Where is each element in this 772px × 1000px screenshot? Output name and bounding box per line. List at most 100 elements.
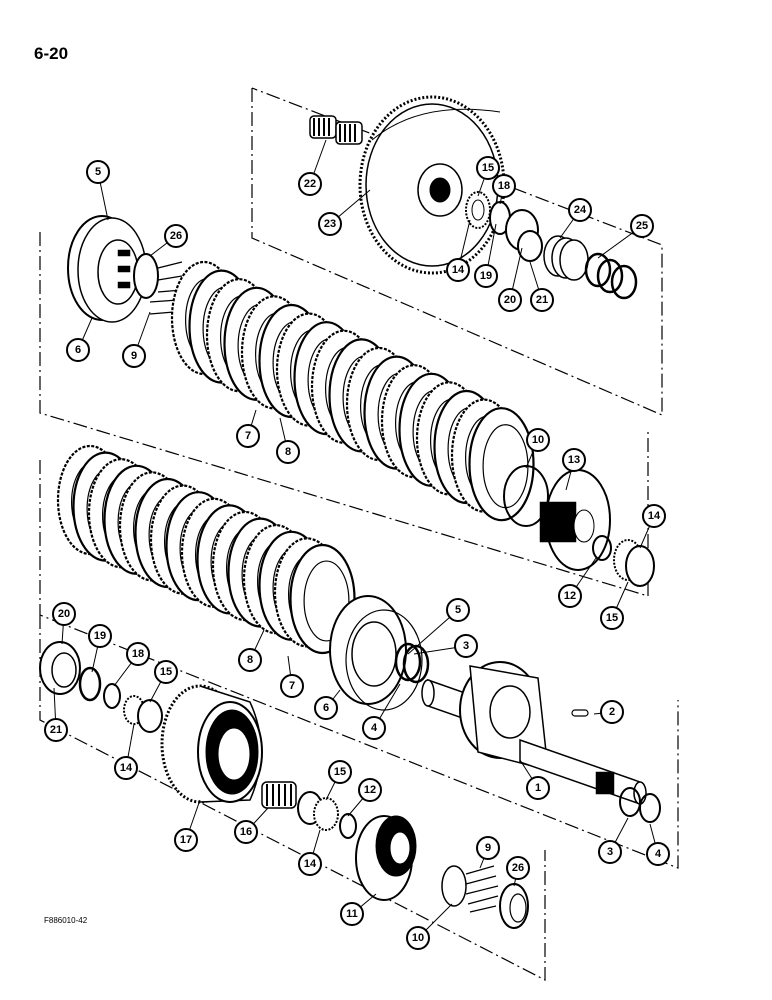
dowel-pin bbox=[571, 709, 589, 717]
callout-26: 26 bbox=[506, 856, 530, 880]
callout-circle bbox=[358, 778, 382, 802]
callout-circle bbox=[454, 634, 478, 658]
needle-bearing-icon bbox=[123, 695, 163, 733]
callout-label: 1 bbox=[535, 782, 541, 794]
callout-label: 12 bbox=[564, 590, 576, 602]
callout-circle bbox=[526, 776, 550, 800]
callout-11: 11 bbox=[340, 902, 364, 926]
callout-9: 9 bbox=[122, 344, 146, 368]
callout-17: 17 bbox=[174, 828, 198, 852]
callout-3: 3 bbox=[454, 634, 478, 658]
callout-16: 16 bbox=[234, 820, 258, 844]
washer-ring bbox=[78, 666, 102, 702]
callout-12: 12 bbox=[358, 778, 382, 802]
callout-20: 20 bbox=[52, 602, 76, 626]
callout-13: 13 bbox=[562, 448, 586, 472]
output-gear-assembly bbox=[309, 95, 638, 300]
callout-label: 15 bbox=[160, 666, 172, 678]
lower-clutch-disc-stack bbox=[56, 444, 356, 655]
callout-1: 1 bbox=[526, 776, 550, 800]
shaft-icon bbox=[421, 661, 647, 806]
drum-gear-assembly bbox=[160, 684, 529, 929]
callout-label: 19 bbox=[94, 630, 106, 642]
callout-circle bbox=[114, 756, 138, 780]
callout-21: 21 bbox=[44, 718, 68, 742]
callout-22: 22 bbox=[298, 172, 322, 196]
callout-circle bbox=[44, 718, 68, 742]
callout-circle bbox=[446, 598, 470, 622]
callout-circle bbox=[298, 172, 322, 196]
shaft-assembly bbox=[329, 595, 661, 823]
callout-5: 5 bbox=[446, 598, 470, 622]
callout-3: 3 bbox=[598, 840, 622, 864]
callout-circle bbox=[406, 926, 430, 950]
needle-bearing-icon bbox=[465, 191, 491, 229]
callout-15: 15 bbox=[154, 660, 178, 684]
callout-label: 2 bbox=[609, 706, 615, 718]
callout-7: 7 bbox=[236, 424, 260, 448]
callout-19: 19 bbox=[474, 264, 498, 288]
callout-circle bbox=[568, 198, 592, 222]
snap-ring bbox=[103, 683, 121, 709]
snap-ring bbox=[592, 535, 612, 561]
callout-9: 9 bbox=[476, 836, 500, 860]
callout-circle bbox=[476, 156, 500, 180]
callout-circle bbox=[598, 840, 622, 864]
callout-label: 5 bbox=[95, 166, 101, 178]
callout-label: 8 bbox=[247, 654, 253, 666]
needle-bearing-icon bbox=[613, 539, 655, 587]
callout-circle bbox=[558, 584, 582, 608]
callout-circle bbox=[562, 448, 586, 472]
seal-ring bbox=[394, 642, 422, 682]
callout-15: 15 bbox=[328, 760, 352, 784]
callout-label: 26 bbox=[512, 862, 524, 874]
callout-circle bbox=[276, 440, 300, 464]
callout-label: 15 bbox=[482, 162, 494, 174]
spring-pack bbox=[465, 865, 499, 913]
callout-circle bbox=[362, 716, 386, 740]
callout-circle bbox=[328, 760, 352, 784]
callout-18: 18 bbox=[492, 174, 516, 198]
callout-label: 7 bbox=[289, 680, 295, 692]
callout-circle bbox=[86, 160, 110, 184]
callout-circle bbox=[492, 174, 516, 198]
callout-label: 4 bbox=[371, 722, 378, 734]
callout-circle bbox=[66, 338, 90, 362]
left-bearing-assembly bbox=[39, 641, 163, 733]
callout-12: 12 bbox=[558, 584, 582, 608]
callout-label: 4 bbox=[655, 848, 662, 860]
lower-panel-outline bbox=[39, 460, 679, 869]
gear-icon bbox=[160, 684, 263, 804]
callout-label: 18 bbox=[132, 648, 144, 660]
gear-icon bbox=[358, 95, 506, 275]
callout-14: 14 bbox=[446, 258, 470, 282]
callout-label: 16 bbox=[240, 826, 252, 838]
retaining-ring bbox=[133, 253, 159, 299]
callout-label: 10 bbox=[532, 434, 544, 446]
callout-label: 14 bbox=[452, 264, 465, 276]
callout-label: 9 bbox=[485, 842, 491, 854]
callout-circle bbox=[630, 214, 654, 238]
top-panel-outline bbox=[251, 87, 663, 416]
callout-5: 5 bbox=[86, 160, 110, 184]
callout-14: 14 bbox=[642, 504, 666, 528]
callout-label: 25 bbox=[636, 220, 648, 232]
callout-circle bbox=[646, 842, 670, 866]
callout-label: 7 bbox=[245, 430, 251, 442]
callout-circle bbox=[88, 624, 112, 648]
callout-label: 6 bbox=[75, 344, 81, 356]
callout-label: 3 bbox=[463, 640, 469, 652]
callout-6: 6 bbox=[66, 338, 90, 362]
callout-circle bbox=[530, 288, 554, 312]
callout-circle bbox=[164, 224, 188, 248]
callout-label: 15 bbox=[334, 766, 346, 778]
callout-23: 23 bbox=[318, 212, 342, 236]
callout-label: 6 bbox=[323, 702, 329, 714]
callout-circle bbox=[298, 852, 322, 876]
callout-4: 4 bbox=[646, 842, 670, 866]
callout-label: 8 bbox=[285, 446, 291, 458]
thrust-washer bbox=[441, 865, 467, 907]
callout-label: 15 bbox=[606, 612, 618, 624]
callout-circle bbox=[154, 660, 178, 684]
callout-label: 14 bbox=[120, 762, 133, 774]
